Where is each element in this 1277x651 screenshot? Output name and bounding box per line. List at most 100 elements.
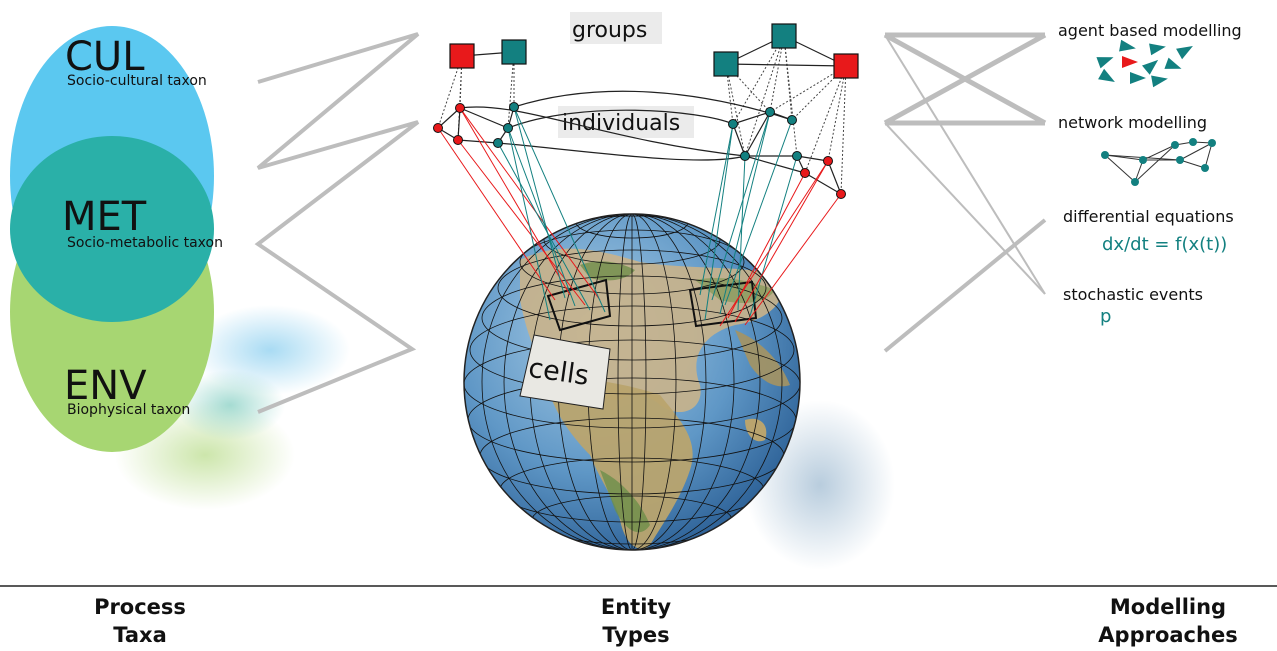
globe [463, 213, 801, 551]
individual-link [804, 172, 842, 195]
cell-projection-line [507, 127, 576, 307]
individual-link [732, 123, 746, 157]
cell-projection-line [497, 142, 591, 311]
network-model-node [1131, 178, 1139, 186]
individual-link [507, 109, 734, 129]
individual-link [497, 142, 746, 161]
abm-icon [1096, 39, 1193, 88]
individual-link [457, 107, 461, 141]
individual-node [453, 135, 463, 145]
group-member-link [769, 35, 785, 113]
individual-link [459, 106, 746, 157]
network-model-node [1208, 139, 1216, 147]
group-member-link [840, 65, 847, 195]
taxa-connectors [254, 32, 420, 414]
approach-connectors [883, 32, 1047, 353]
stochastic-symbol: p [1100, 306, 1111, 327]
abm-label: agent based modelling [1058, 21, 1242, 40]
cell-projection-line [719, 160, 829, 327]
individual-node [509, 102, 519, 112]
individual-node [836, 189, 846, 199]
cell-projection-line [749, 155, 798, 317]
group-node [771, 23, 797, 49]
group-node [449, 43, 475, 69]
agent-marker [1142, 59, 1159, 75]
blur-blob-teal [175, 370, 285, 440]
diffeq-formula: dx/dt = f(x(t)) [1102, 234, 1227, 255]
individual-link [732, 111, 771, 125]
agent-marker [1176, 46, 1193, 60]
individuals-label: individuals [562, 111, 680, 136]
met-name: Socio-metabolic taxon [67, 235, 223, 251]
groups-label-bg [570, 12, 662, 44]
agent-marker [1151, 75, 1168, 88]
group-member-link [804, 65, 847, 174]
entity-network-nodes [433, 23, 859, 199]
group-node [833, 53, 859, 79]
cell-projection-line [711, 111, 771, 301]
network-model-icon [1101, 138, 1216, 186]
cells-box: cells [519, 334, 611, 410]
cell-projection-line [704, 123, 734, 321]
group-member-link [783, 35, 798, 157]
cell-projection-line [459, 107, 601, 301]
met-abbr: MET [62, 194, 147, 240]
cell-projection-line [513, 106, 566, 299]
agent-marker [1096, 57, 1114, 69]
individual-link [827, 160, 842, 195]
cell-projection-line [437, 127, 556, 301]
individual-node [765, 107, 775, 117]
agent-marker [1119, 39, 1136, 52]
agent-marker [1164, 57, 1182, 69]
cell-projection-line [737, 155, 746, 311]
group-member-link [507, 51, 515, 129]
network-model-link [1179, 142, 1213, 161]
network-model-node [1139, 156, 1147, 164]
individual-node [455, 103, 465, 113]
cell-projection-line [734, 160, 829, 323]
individual-link [744, 155, 806, 174]
footer-col1-line2: Taxa [113, 623, 167, 647]
individual-node [800, 168, 810, 178]
group-member-link [769, 65, 847, 113]
individual-node [787, 115, 797, 125]
env-abbr: ENV [64, 363, 147, 409]
footer-col3-line1: Modelling [1110, 595, 1226, 619]
group-node [713, 51, 739, 77]
individuals-label-bg [558, 106, 694, 138]
group-member-link [725, 63, 771, 113]
individual-node [433, 123, 443, 133]
env-name: Biophysical taxon [67, 402, 190, 418]
cul-abbr: CUL [65, 34, 145, 80]
group-member-link [732, 35, 785, 125]
group-node [501, 39, 527, 65]
individual-link [459, 107, 509, 129]
cell-projection-line [513, 106, 606, 313]
individual-node [728, 119, 738, 129]
met-ellipse [10, 136, 214, 322]
diffeq-label: differential equations [1063, 207, 1234, 226]
individual-node [493, 138, 503, 148]
agent-marker [1122, 56, 1138, 68]
individual-link [457, 139, 499, 144]
footer-col2-line1: Entity [601, 595, 672, 619]
cell-projection-line [744, 193, 842, 326]
network-model-link [1179, 159, 1206, 169]
group-member-link [744, 35, 785, 157]
group-link [725, 63, 847, 67]
cell-projection-line [507, 127, 551, 321]
cell-projection-line [724, 119, 793, 306]
footer-col1-line1: Process [94, 595, 186, 619]
network-model-node [1176, 156, 1184, 164]
network-model-link [1104, 154, 1136, 183]
individual-link [744, 111, 771, 157]
groups-label: groups [572, 18, 647, 43]
individual-node [503, 123, 513, 133]
agent-marker [1130, 72, 1146, 84]
individual-link [796, 155, 829, 162]
cell-projection-line [459, 107, 571, 296]
network-model-node [1189, 138, 1197, 146]
group-member-link [827, 65, 847, 162]
footer-col2-line2: Types [602, 623, 669, 647]
